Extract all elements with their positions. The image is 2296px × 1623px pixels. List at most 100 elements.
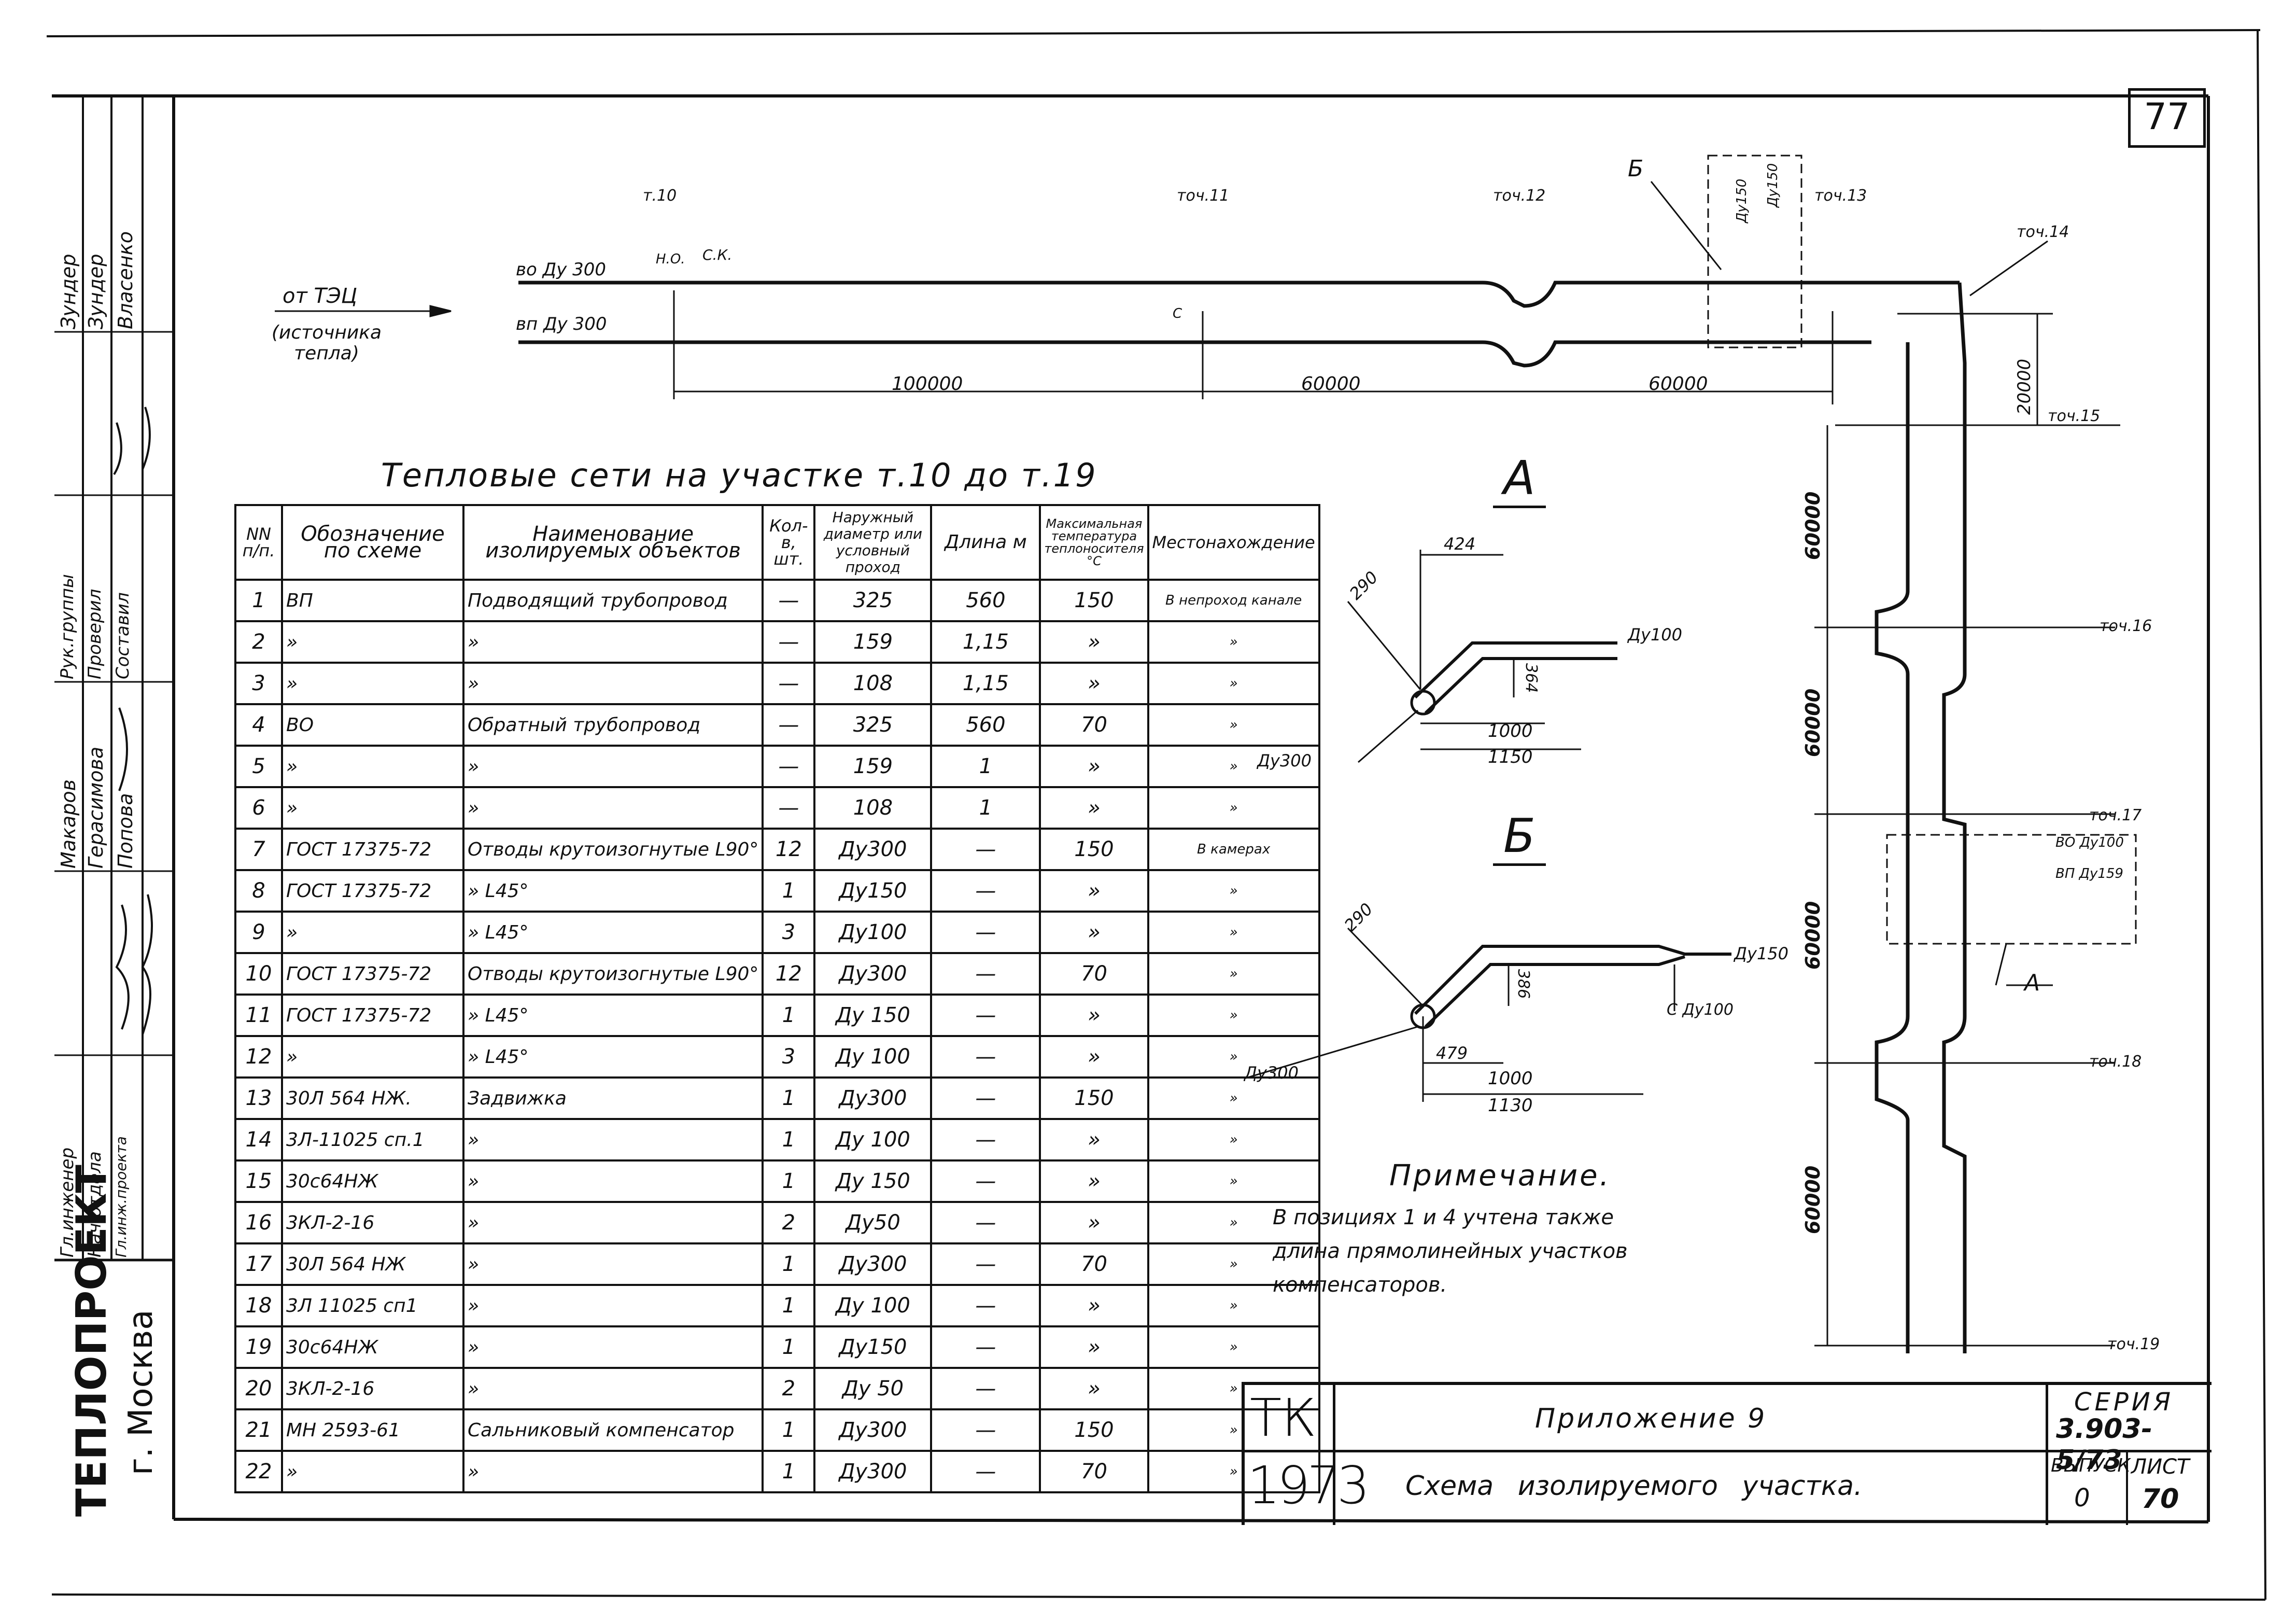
vo-du100-label: ВО Ду100	[2055, 835, 2124, 850]
app-label: Приложение 9	[1535, 1403, 1767, 1434]
year-label: 1973	[1247, 1455, 1370, 1516]
table-cell: —	[762, 579, 816, 622]
table-cell: 150	[1039, 1076, 1149, 1120]
drawing-name: Схема изолируемого участка.	[1405, 1471, 1863, 1502]
table-cell: —	[930, 911, 1041, 954]
table-cell: —	[930, 1159, 1041, 1203]
col-temp: Максимальная температура теплоносителя °…	[1039, 504, 1149, 581]
table-cell: »	[281, 786, 464, 830]
detail-a-du300: Ду300	[1257, 751, 1312, 771]
table-cell: 3Л 11025 сп1	[281, 1284, 464, 1327]
table-cell: »	[1147, 745, 1320, 788]
table-cell: »	[1147, 1076, 1320, 1120]
issue-label: ВЫПУСК	[2051, 1455, 2131, 1476]
sheet-value: 70	[2142, 1484, 2179, 1515]
table-cell: 159	[813, 745, 933, 788]
detail-a-424: 424	[1444, 534, 1476, 554]
table-cell: 7	[234, 828, 283, 871]
table-cell: »	[281, 1450, 464, 1493]
table-cell: »	[1147, 1159, 1320, 1203]
table-cell: 2	[762, 1201, 816, 1244]
table-cell: »	[1147, 1035, 1320, 1079]
table-cell: —	[930, 1367, 1041, 1410]
table-cell: »	[1039, 1035, 1149, 1079]
table-cell: 560	[930, 703, 1041, 747]
table-cell: Ду300	[813, 828, 933, 871]
table-cell: —	[930, 1450, 1041, 1493]
table-cell: 108	[813, 662, 933, 705]
table-cell: Подводящий трубопровод	[462, 579, 764, 622]
table-cell: »	[462, 1284, 764, 1327]
table-cell: » L45°	[462, 994, 764, 1037]
detail-b-du150: Ду150	[1734, 944, 1789, 963]
table-cell: 70	[1039, 952, 1149, 996]
table-cell: »	[1147, 911, 1320, 954]
table-cell: —	[762, 786, 816, 830]
table-cell: 1	[762, 1118, 816, 1162]
table-cell: Отводы крутоизогнутые L90°	[462, 952, 764, 996]
table-cell: 30с64НЖ	[281, 1159, 464, 1203]
du150b-label: Ду150	[1765, 163, 1781, 207]
table-cell: »	[1147, 994, 1320, 1037]
table-cell: 560	[930, 579, 1041, 622]
table-cell: 12	[234, 1035, 283, 1079]
detail-a-1150: 1150	[1488, 747, 1533, 767]
table-cell: —	[930, 1284, 1041, 1327]
table-cell: »	[1147, 1450, 1320, 1493]
table-header-row: NN п/п. Обозначение по схеме Наименовани…	[234, 504, 1320, 581]
table-cell: »	[1039, 994, 1149, 1037]
table-cell: ГОСТ 17375-72	[281, 952, 464, 996]
table-cell: 70	[1039, 1450, 1149, 1493]
dim-100000: 100000	[892, 373, 963, 395]
col-name: Наименование изолируемых объектов	[462, 504, 764, 581]
table-cell: Ду 150	[813, 994, 933, 1037]
table-cell: »	[1039, 911, 1149, 954]
dim-vert-3: 60000	[1801, 901, 1824, 970]
table-cell: 6	[234, 786, 283, 830]
table-cell: Отводы крутоизогнутые L90°	[462, 828, 764, 871]
table-cell: »	[1147, 1118, 1320, 1162]
col-diameter: Наружный диаметр или условный проход	[813, 504, 933, 581]
dim-60000-b: 60000	[1649, 373, 1708, 395]
table-cell: »	[1147, 1242, 1320, 1286]
table-cell: »	[1039, 1201, 1149, 1244]
table-cell: —	[930, 828, 1041, 871]
table-cell: Ду150	[813, 1325, 933, 1369]
sheet-number: 77	[2144, 95, 2190, 138]
table-cell: Ду50	[813, 1201, 933, 1244]
detail-b-386: 386	[1514, 969, 1533, 999]
table-cell: Ду 100	[813, 1284, 933, 1327]
table-cell: 1	[762, 1450, 816, 1493]
detail-a-1000: 1000	[1488, 721, 1533, 741]
table-cell: —	[762, 662, 816, 705]
col-nn: NN п/п.	[234, 504, 283, 581]
table-cell: Ду 100	[813, 1118, 933, 1162]
table-cell: 16	[234, 1201, 283, 1244]
table-cell: 2	[762, 1367, 816, 1410]
point-17: точ.17	[2089, 806, 2142, 824]
table-cell: 150	[1039, 1408, 1149, 1452]
table-cell: 108	[813, 786, 933, 830]
table-cell: Ду300	[813, 1408, 933, 1452]
table-cell: 1	[762, 1284, 816, 1327]
table-cell: »	[462, 1325, 764, 1369]
table-cell: —	[762, 745, 816, 788]
table-cell: —	[930, 1325, 1041, 1369]
table-cell: 325	[813, 703, 933, 747]
sk-label: С.К.	[702, 246, 733, 263]
col-location: Местонахождение	[1147, 504, 1320, 581]
col-designation: Обозначение по схеме	[281, 504, 464, 581]
table-cell: 70	[1039, 1242, 1149, 1286]
dim-vert-2: 60000	[1801, 688, 1824, 757]
table-cell: 1	[762, 869, 816, 913]
table-cell: 3	[762, 1035, 816, 1079]
spec-table: NN п/п. Обозначение по схеме Наименовани…	[234, 504, 1320, 1493]
table-cell: В камерах	[1147, 828, 1320, 871]
tk-label: ТК	[1250, 1388, 1317, 1448]
